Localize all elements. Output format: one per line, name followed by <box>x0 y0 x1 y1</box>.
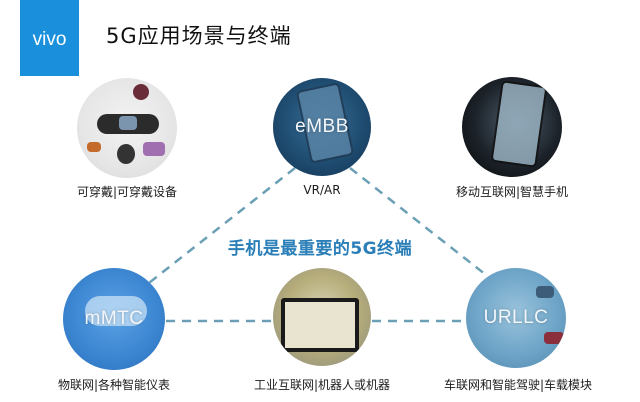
center-headline: 手机是最重要的5G终端 <box>227 239 413 259</box>
smartphone-icon <box>490 80 548 168</box>
car-icon <box>544 332 564 344</box>
tablet-robot-icon <box>281 298 359 352</box>
connector-embb-mmtc <box>139 167 296 291</box>
wearables-circle <box>77 78 177 178</box>
urllc-circle: URLLC <box>466 268 566 368</box>
mobile-caption: 移动互联网|智慧手机 <box>455 185 569 199</box>
wearable-item-icon <box>133 84 149 100</box>
mmtc-caption: 物联网|各种智能仪表 <box>57 378 171 392</box>
logo-text: vivo <box>32 29 67 50</box>
page-title: 5G应用场景与终端 <box>106 24 292 48</box>
embb-badge: eMBB <box>295 116 349 137</box>
car-icon <box>536 286 554 298</box>
urllc-caption: 车联网和智能驾驶|车载模块 <box>443 378 593 392</box>
wearable-item-icon <box>143 142 165 156</box>
wearables-caption: 可穿戴|可穿戴设备 <box>76 185 178 199</box>
wearable-item-icon <box>87 142 101 152</box>
cloud-icon <box>85 296 147 326</box>
wearable-item-icon <box>117 144 135 164</box>
industrial-caption: 工业互联网|机器人或机器 <box>253 378 391 392</box>
mobile-circle <box>462 77 562 177</box>
embb-circle: eMBB <box>273 78 371 176</box>
watch-screen-icon <box>119 116 137 130</box>
urllc-badge: URLLC <box>483 307 549 328</box>
embb-caption: VR/AR <box>303 183 341 197</box>
mmtc-badge: mMTC <box>84 308 144 329</box>
industrial-circle <box>273 268 371 366</box>
mmtc-circle: mMTC <box>63 268 165 370</box>
vivo-logo: vivo <box>20 0 79 76</box>
